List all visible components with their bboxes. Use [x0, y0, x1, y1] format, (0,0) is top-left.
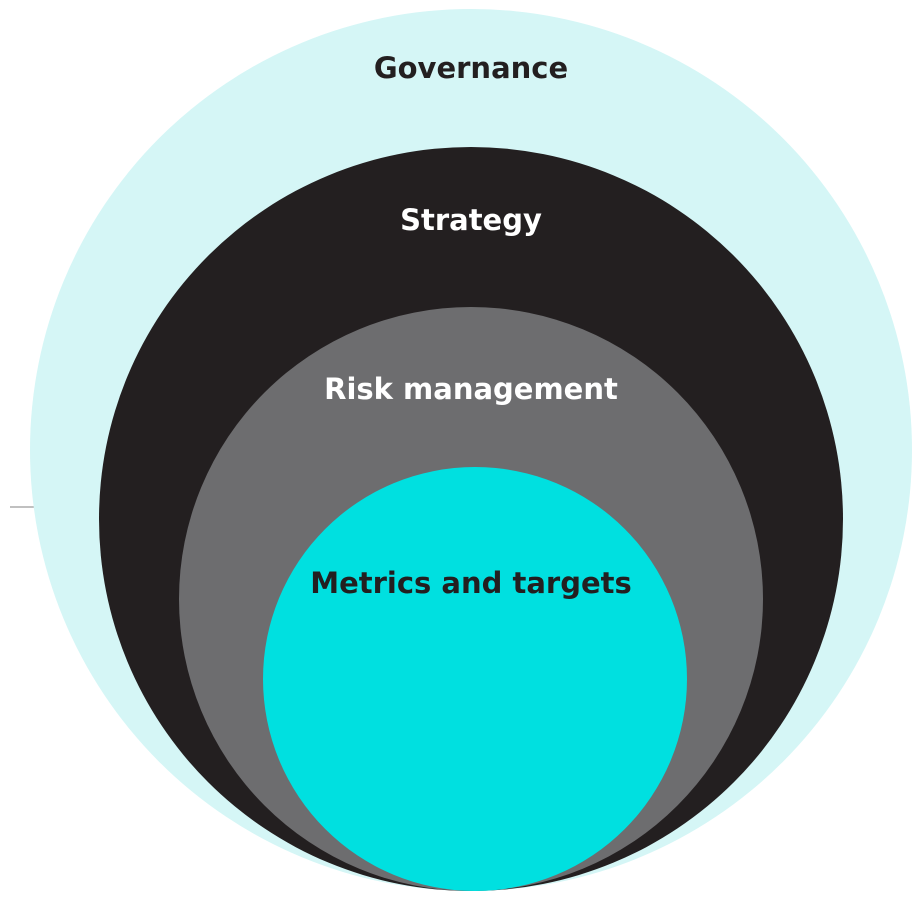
strategy-label: Strategy	[400, 203, 542, 237]
metrics-and-targets-circle	[263, 467, 687, 891]
risk-management-label: Risk management	[324, 372, 618, 406]
governance-label: Governance	[374, 51, 568, 85]
metrics-and-targets-label: Metrics and targets	[310, 566, 632, 600]
